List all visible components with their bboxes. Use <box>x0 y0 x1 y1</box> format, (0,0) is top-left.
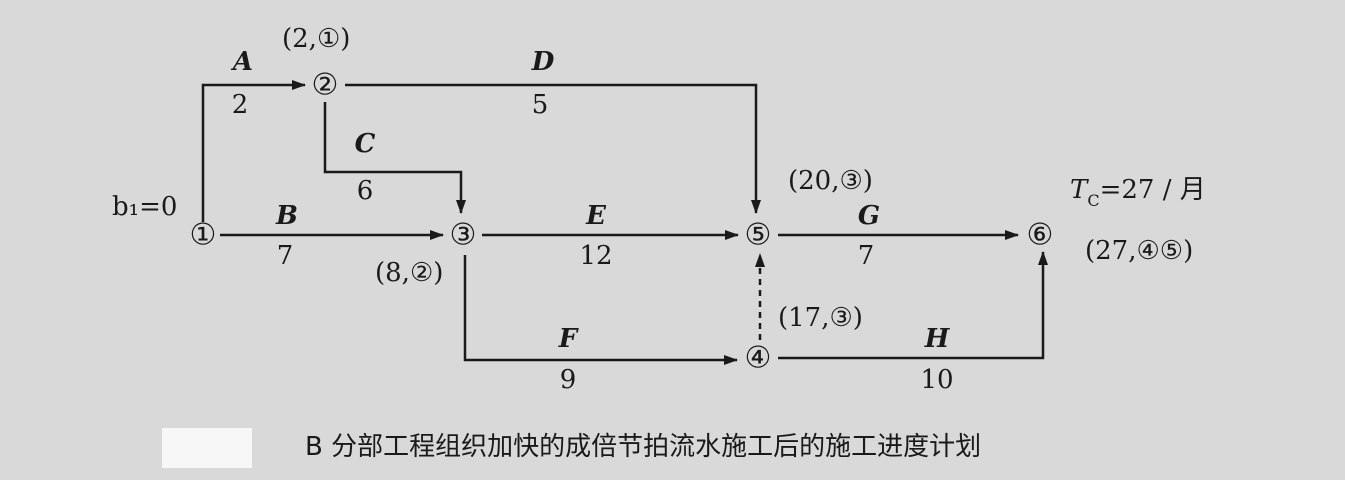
activity-e-duration: 12 <box>579 241 612 271</box>
total-duration-label: TC=27 / 月 <box>1070 175 1206 210</box>
node6-annotation: (27,④⑤) <box>1085 236 1193 266</box>
activity-a-name: A <box>230 47 253 77</box>
activity-f-name: F <box>558 324 579 354</box>
activity-h-duration: 10 <box>920 365 953 395</box>
node-6: ⑥ <box>1027 218 1054 253</box>
activity-g-name: G <box>858 201 880 231</box>
arrow-f <box>463 255 738 365</box>
node-3: ③ <box>450 218 477 253</box>
node-1: ① <box>190 218 217 253</box>
caption-redaction-block <box>162 428 252 468</box>
activity-b-duration: 7 <box>277 241 294 271</box>
node-4: ④ <box>745 341 772 376</box>
arrow-d <box>345 83 761 214</box>
activity-d-name: D <box>531 47 555 77</box>
activity-e-name: E <box>585 201 607 231</box>
arrow-a <box>201 80 306 222</box>
node2-annotation: (2,①) <box>282 24 350 54</box>
node5-annotation: (20,③) <box>788 166 873 196</box>
node-5: ⑤ <box>745 218 772 253</box>
activity-f-duration: 9 <box>560 365 577 395</box>
activity-c-duration: 6 <box>357 176 374 206</box>
arrow-h <box>778 251 1048 360</box>
activity-a-duration: 2 <box>232 90 249 120</box>
diagram-caption: B 分部工程组织加快的成倍节拍流水施工后的施工进度计划 <box>305 432 982 462</box>
activity-h-name: H <box>924 324 951 354</box>
activity-b-name: B <box>275 201 298 231</box>
activity-d-duration: 5 <box>532 90 549 120</box>
start-time-label: b₁=0 <box>112 192 177 222</box>
activity-g-duration: 7 <box>858 241 875 271</box>
node3-annotation: (8,②) <box>375 258 443 288</box>
activity-c-name: C <box>355 129 376 159</box>
node4-annotation: (17,③) <box>778 303 863 333</box>
arrow-c <box>323 102 466 214</box>
node-2: ② <box>312 68 339 103</box>
